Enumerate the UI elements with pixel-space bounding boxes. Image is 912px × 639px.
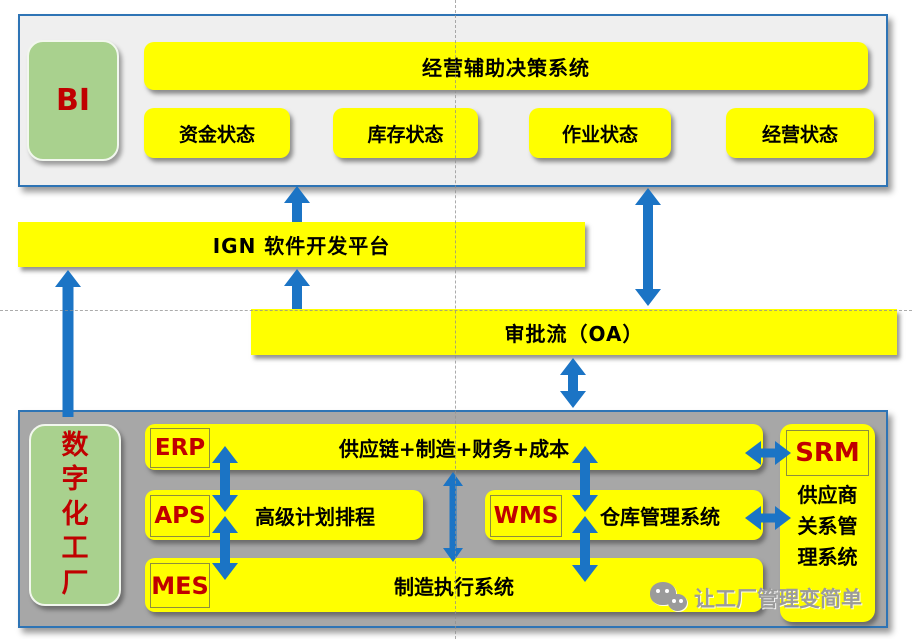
srm-label-line2: 关系管 [797,514,858,538]
srm-label: 供应商 关系管 理系统 [780,480,875,573]
srm-code-box: SRM [786,430,869,476]
arrow-oa-to-ign [284,269,310,309]
horizontal-guide-line [0,310,912,311]
arrow-erp-mes-middle [443,472,463,562]
arrow-factory-to-ign [55,270,81,417]
erp-bar: 供应链+制造+财务+成本 [145,424,763,470]
arrow-erp-aps [212,446,238,512]
erp-code-box: ERP [150,428,210,468]
status-box-funds: 资金状态 [144,108,290,158]
mes-code-box: MES [150,563,210,608]
srm-label-line3: 理系统 [797,545,858,569]
srm-box: SRM 供应商 关系管 理系统 [780,424,875,622]
digital-factory-box: 数字化工厂 [29,424,121,606]
aps-code-box: APS [150,495,210,537]
arrow-wms-srm [745,506,791,530]
status-box-operation: 作业状态 [529,108,671,158]
decision-system-bar: 经营辅助决策系统 [144,42,868,90]
arrow-erp-srm [745,441,791,465]
status-box-business: 经营状态 [726,108,874,158]
wechat-icon [648,581,694,615]
bi-box: BI [27,40,119,161]
arrow-ign-to-bi [284,186,310,222]
arrow-aps-mes [212,516,238,580]
watermark: 让工厂管理变简单 [648,580,888,616]
vertical-guide-line [455,0,456,639]
bi-label: BI [55,83,91,118]
arrow-bi-oa [635,188,661,306]
wms-code-box: WMS [490,495,562,537]
arrow-erp-wms [572,446,598,512]
ign-platform-bar: IGN 软件开发平台 [18,222,585,267]
bi-section [18,14,888,187]
srm-label-line1: 供应商 [797,483,858,507]
status-box-inventory: 库存状态 [333,108,478,158]
arrow-wms-mes [572,516,598,582]
watermark-text: 让工厂管理变简单 [694,587,862,611]
srm-code: SRM [795,438,860,468]
oa-approval-bar: 审批流（OA） [251,309,897,355]
arrow-oa-factory [560,358,586,408]
digital-factory-label: 数字化工厂 [61,429,89,599]
